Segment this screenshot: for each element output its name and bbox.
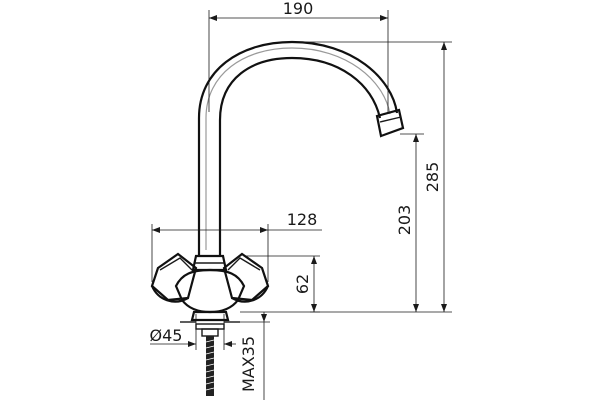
- nut: [201, 328, 219, 337]
- left-handle: [150, 252, 198, 303]
- threaded-rod: [206, 336, 214, 396]
- washer: [195, 323, 225, 330]
- faucet-outline: [150, 40, 405, 396]
- thread-lines: [205, 339, 215, 391]
- label-190: 190: [283, 0, 314, 18]
- aerator-line: [379, 116, 402, 123]
- right-handle: [222, 252, 270, 303]
- label-285: 285: [423, 162, 442, 193]
- dim-max-deck: MAX35: [226, 312, 270, 400]
- spout-highlight: [205, 47, 391, 250]
- base-plate: [190, 310, 230, 322]
- label-diameter-45: Ø45: [150, 326, 183, 345]
- dim-overall-height: 285: [300, 41, 452, 313]
- label-max35: MAX35: [239, 336, 258, 392]
- label-62: 62: [293, 274, 312, 294]
- aerator: [375, 108, 405, 138]
- spout-outer-contour: [197, 40, 399, 256]
- dim-spout-reach: 190: [208, 0, 389, 112]
- dim-base-diameter: Ø45: [150, 314, 236, 350]
- dim-handle-span: 128: [151, 210, 322, 282]
- spout-inner-contour: [218, 56, 382, 256]
- dim-outlet-height: 203: [395, 133, 424, 312]
- label-203: 203: [395, 205, 414, 236]
- label-128: 128: [287, 210, 318, 229]
- mixer-body: [174, 268, 246, 314]
- dim-body-height: 62: [240, 255, 320, 313]
